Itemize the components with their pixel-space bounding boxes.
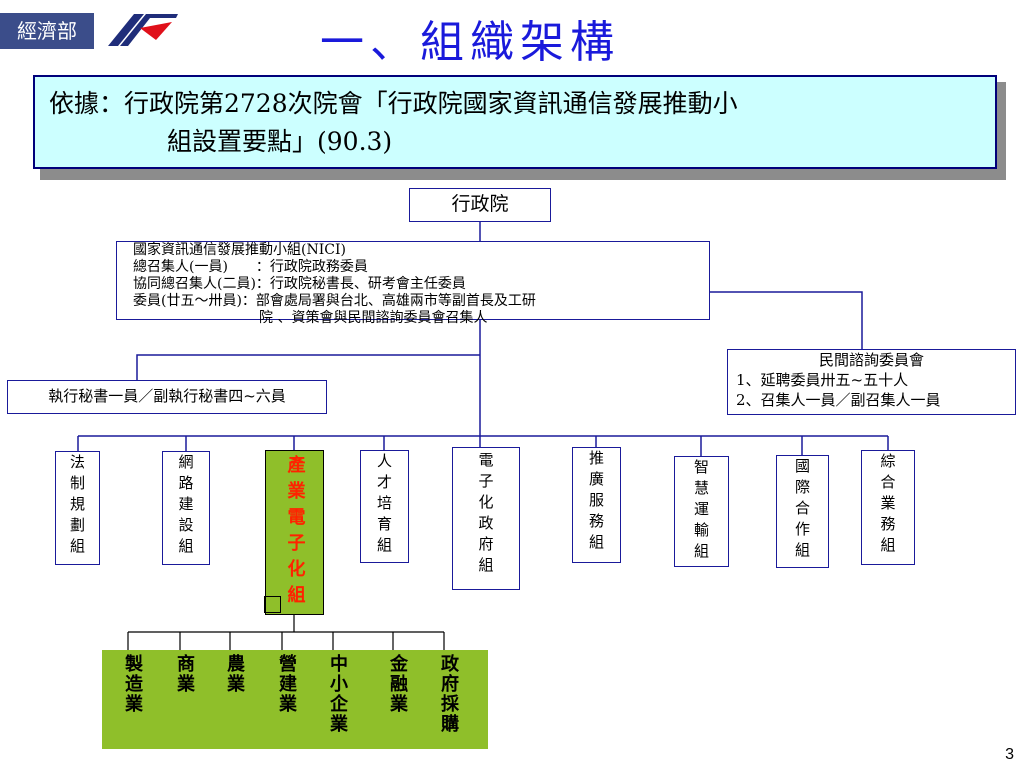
basis-box: 依據：行政院第2728次院會「行政院國家資訊通信發展推動小 組設置要點」(90.… [33,75,997,169]
sub-sector-agriculture: 農業 [224,654,245,694]
advisory-title: 民間諮詢委員會 [818,351,924,369]
page-title: 一、組織架構 [320,17,620,68]
executive-secretary-node: 執行秘書一員／副執行秘書四~六員 [7,380,327,414]
advisory-item-2: 2、召集人一員／副召集人一員 [736,391,941,409]
basis-line-1: 依據：行政院第2728次院會「行政院國家資訊通信發展推動小 [49,89,738,118]
sub-sector-manufacturing: 製造業 [122,654,143,714]
nici-line-2: 總召集人(一員) ：行政院政務委員 [133,259,368,275]
sub-sector-box: 製造業 商業 農業 營建業 中小企業 金融業 政府採購 [102,650,488,749]
nici-line-5: 院 、資策會與民間諮詢委員會召集人 [133,310,488,326]
nici-line-1: 國家資訊通信發展推動小組(NICI) [133,242,346,258]
sub-sector-construction: 營建業 [276,654,297,714]
nici-node: 國家資訊通信發展推動小組(NICI) 總召集人(一員) ：行政院政務委員 協同總… [116,241,710,326]
executive-yuan-node: 行政院 [409,188,551,222]
group-general-affairs: 綜合業務組 [861,450,915,565]
group-talent-cultivation: 人才培育組 [360,450,409,563]
sub-sector-finance: 金融業 [387,654,408,714]
group-intelligent-transport: 智慧運輸組 [674,456,729,567]
sub-sector-government-procurement: 政府採購 [438,654,459,734]
advisory-item-1: 1、延聘委員卅五~五十人 [736,371,909,389]
group-network-construction: 網路建設組 [162,451,210,565]
group-label: 人才培育組 [375,453,393,558]
group-label: 智慧運輸組 [692,459,710,564]
group-promotion-service: 推廣服務組 [572,447,621,563]
ministry-emblem-icon [108,14,178,46]
group-label: 法制規劃組 [68,454,86,559]
group-label: 網路建設組 [176,454,195,559]
sub-sector-commerce: 商業 [174,654,195,694]
ministry-logo: 經濟部 [0,13,94,49]
page-number: 3 [1005,746,1014,763]
group-e-government: 電子化政府組 [452,447,520,590]
group-industry-e-business: 產業電子化組 [265,450,324,615]
group-label: 推廣服務組 [587,450,605,555]
group-legal-planning: 法制規劃組 [55,451,100,565]
group-label-highlight: 產業電子化組 [284,455,306,611]
group-marker-square [264,596,281,613]
group-international-cooperation: 國際合作組 [776,455,829,568]
basis-line-2: 組設置要點」(90.3) [167,127,393,156]
nici-line-4: 委員(廿五～卅員)：部會處局署與台北、高雄兩市等副首長及工研 [133,293,536,309]
group-label: 綜合業務組 [878,453,897,558]
group-label: 電子化政府組 [476,452,495,578]
nici-line-3: 協同總召集人(二員)：行政院秘書長、研考會主任委員 [133,276,466,292]
group-label: 國際合作組 [793,458,811,563]
advisory-committee-node: 民間諮詢委員會 1、延聘委員卅五~五十人 2、召集人一員／副召集人一員 [727,349,1016,415]
sub-sector-sme: 中小企業 [327,654,348,734]
